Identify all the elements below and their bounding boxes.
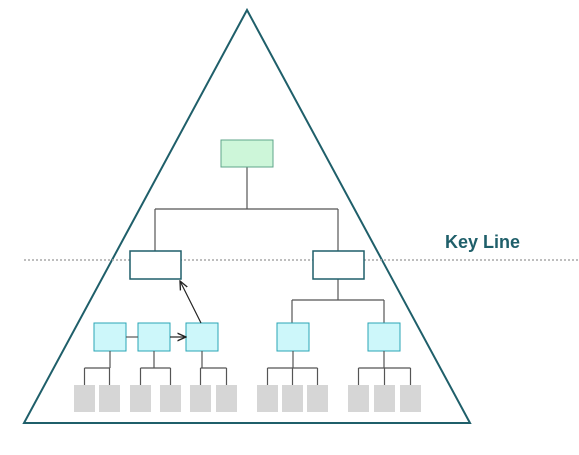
key-line-label: Key Line [445,232,521,252]
leaf-box-3-2 [216,385,237,412]
third-level-box-3 [185,322,219,352]
third-level-box-2 [137,322,171,352]
second-level-box-left [129,250,182,280]
leaf-box-5-1 [348,385,369,412]
escalation-arrow [180,281,202,324]
leaf-box-5-3 [400,385,421,412]
leaf-box-2-1 [130,385,151,412]
leaf-box-5-2 [374,385,395,412]
leaf-box-3-1 [190,385,211,412]
second-level-box-right [312,250,365,280]
leaf-box-4-1 [257,385,278,412]
third-level-box-1 [93,322,127,352]
pyramid-triangle [22,7,472,424]
leaf-box-1-1 [74,385,95,412]
leaf-box-1-2 [99,385,120,412]
third-level-box-4 [276,322,310,352]
leaf-box-4-3 [307,385,328,412]
leaf-box-2-2 [160,385,181,412]
third-level-box-5 [367,322,401,352]
leaf-box-4-2 [282,385,303,412]
top-level-box [220,139,274,168]
